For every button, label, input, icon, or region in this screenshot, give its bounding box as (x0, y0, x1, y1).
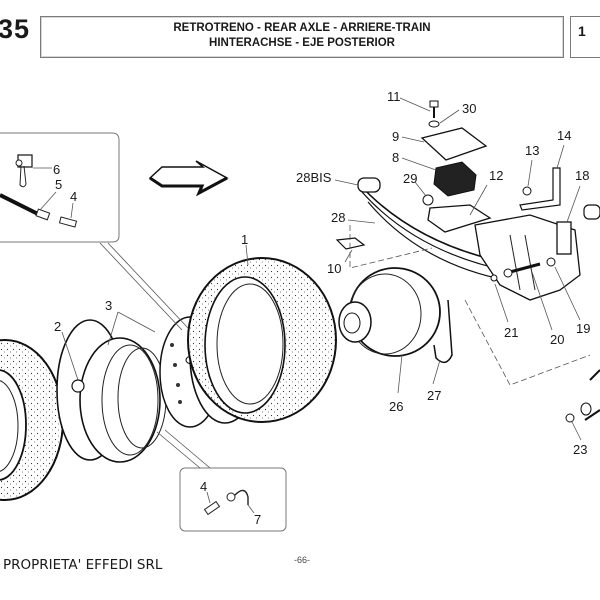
side-box: 1 (570, 16, 600, 58)
shock-absorber (580, 369, 600, 421)
tire-part-1 (187, 257, 337, 423)
bolt-part-11 (429, 100, 439, 118)
callout-12: 12 (489, 168, 503, 183)
leader-lines (61, 97, 582, 441)
owner-footer: PROPRIETA' EFFEDI SRL (3, 557, 163, 573)
callout-21: 21 (504, 325, 518, 340)
inset-box-valve (156, 429, 287, 532)
callout-3: 3 (105, 298, 112, 313)
clip-part-18 (556, 221, 572, 255)
side-box-text: 1 (578, 23, 586, 39)
hose-part-5 (0, 193, 51, 221)
callout-26: 26 (389, 399, 403, 414)
nut-part-21 (490, 274, 498, 282)
callout-4: 4 (200, 479, 207, 494)
washer-part-30 (428, 120, 440, 128)
callout-8: 8 (392, 150, 399, 165)
pin-part-20 (503, 262, 541, 278)
nut-part-29 (422, 194, 434, 206)
callout-28bis: 28BIS (296, 170, 332, 185)
direction-arrow (148, 160, 229, 197)
washer-part-19 (546, 257, 556, 267)
callout-11: 11 (387, 89, 401, 104)
callout-7: 7 (254, 512, 261, 527)
callout-19: 19 (576, 321, 590, 336)
section-number: 35 (0, 14, 31, 44)
inset-box-hose (0, 132, 120, 243)
callout-13: 13 (525, 143, 539, 158)
callout-28: 28 (331, 210, 345, 225)
callout-27: 27 (427, 388, 441, 403)
page-number: -66- (294, 555, 311, 565)
callout-23: 23 (573, 442, 587, 457)
brake-hose-part-27 (433, 299, 453, 364)
nut-part-13 (522, 186, 532, 196)
left-tire (0, 339, 64, 501)
brake-drum-part-26 (338, 267, 441, 357)
callout-9: 9 (392, 129, 399, 144)
plate-part-9 (420, 127, 488, 161)
bracket-part-14 (519, 167, 561, 211)
callout-29: 29 (403, 171, 417, 186)
callout-20: 20 (550, 332, 564, 347)
callout-2: 2 (54, 319, 61, 334)
wheel-rim-front (56, 319, 167, 463)
title-line-1: RETROTRENO - REAR AXLE - ARRIERE-TRAIN (173, 22, 431, 34)
callout-1: 1 (241, 232, 248, 247)
callout-30: 30 (462, 101, 476, 116)
callout-10: 10 (327, 261, 341, 276)
callout-18: 18 (575, 168, 589, 183)
callout-5: 5 (55, 177, 62, 192)
bracket-part-6 (15, 154, 33, 188)
spring-plate-part-12 (427, 204, 492, 233)
title-box: RETROTRENO - REAR AXLE - ARRIERE-TRAIN H… (40, 16, 564, 58)
nut-part-23 (565, 413, 575, 423)
title-line-2: HINTERACHSE - EJE POSTERIOR (209, 37, 395, 49)
callout-4: 4 (70, 189, 77, 204)
axle-housing (474, 204, 600, 301)
bump-stop-part-8 (433, 161, 477, 197)
callout-6: 6 (53, 162, 60, 177)
spacer-part-10 (335, 237, 366, 250)
fitting-part-4 (58, 216, 78, 228)
callout-14: 14 (557, 128, 571, 143)
